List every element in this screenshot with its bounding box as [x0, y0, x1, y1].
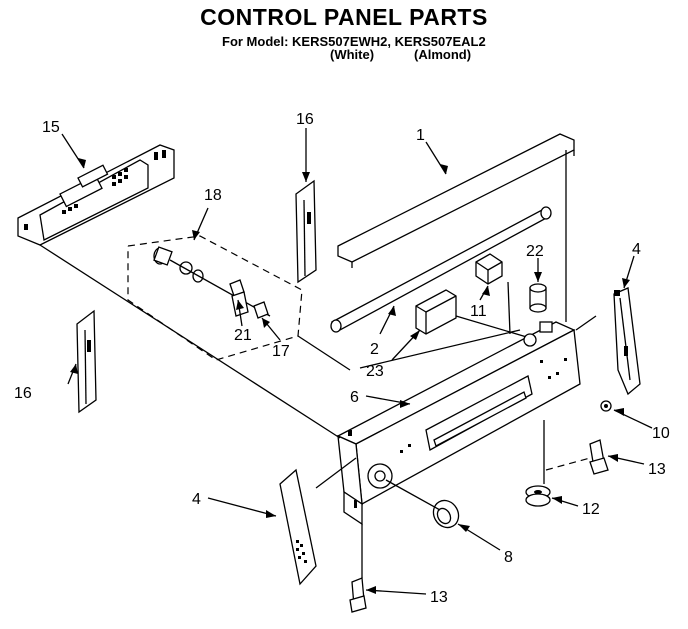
- part-11-switch: [475, 253, 503, 285]
- callout-15: 15: [42, 119, 60, 136]
- part-13-bracket-bottom: [349, 577, 367, 613]
- callout-1: 1: [416, 127, 425, 144]
- callout-12: 12: [582, 501, 600, 518]
- part-22-cylinder: [529, 283, 547, 313]
- callout-17: 17: [272, 343, 290, 360]
- part-23-ballast: [415, 289, 531, 339]
- assembly-lines: [39, 150, 597, 578]
- part-2-fluorescent-tube: [330, 206, 552, 333]
- variant-white-label: (White): [330, 47, 375, 62]
- callout-4-right: 4: [632, 241, 641, 258]
- callout-18: 18: [204, 187, 222, 204]
- part-18-knob-assembly-group: [127, 235, 303, 361]
- callout-13-right: 13: [648, 461, 666, 478]
- part-16-end-trim-upper: [295, 179, 317, 284]
- part-6-control-panel-housing: [336, 321, 581, 526]
- part-13-bracket-right: [589, 439, 609, 475]
- part-4-end-bracket-right: [613, 287, 641, 396]
- variant-almond-label: (Almond): [414, 47, 472, 62]
- part-8-knob: [432, 499, 460, 529]
- callout-8: 8: [504, 549, 513, 566]
- callout-21: 21: [234, 327, 252, 344]
- callout-4-left: 4: [192, 491, 201, 508]
- part-12-bushing: [525, 485, 551, 507]
- callout-2: 2: [370, 341, 379, 358]
- leader-lines: [61, 128, 653, 595]
- part-1-top-trim: [337, 133, 575, 268]
- callout-16-upper: 16: [296, 111, 314, 128]
- part-16-end-trim-lower: [76, 309, 97, 414]
- part-15-control-overlay: [17, 144, 175, 246]
- callout-labels: 15 16 16 1 18 22 11 2 23 21 17 6 4 10 13…: [14, 111, 670, 606]
- part-4-end-cap-left: [279, 468, 317, 586]
- model-numbers: For Model: KERS507EWH2, KERS507EAL2: [222, 34, 486, 49]
- callout-16-lower: 16: [14, 385, 32, 402]
- part-10-nut: [600, 400, 612, 412]
- callout-13-bottom: 13: [430, 589, 448, 606]
- callout-22: 22: [526, 243, 544, 260]
- callout-10: 10: [652, 425, 670, 442]
- page-title: CONTROL PANEL PARTS: [200, 4, 488, 30]
- callout-11: 11: [470, 303, 487, 320]
- callout-6: 6: [350, 389, 359, 406]
- callout-23: 23: [366, 363, 384, 380]
